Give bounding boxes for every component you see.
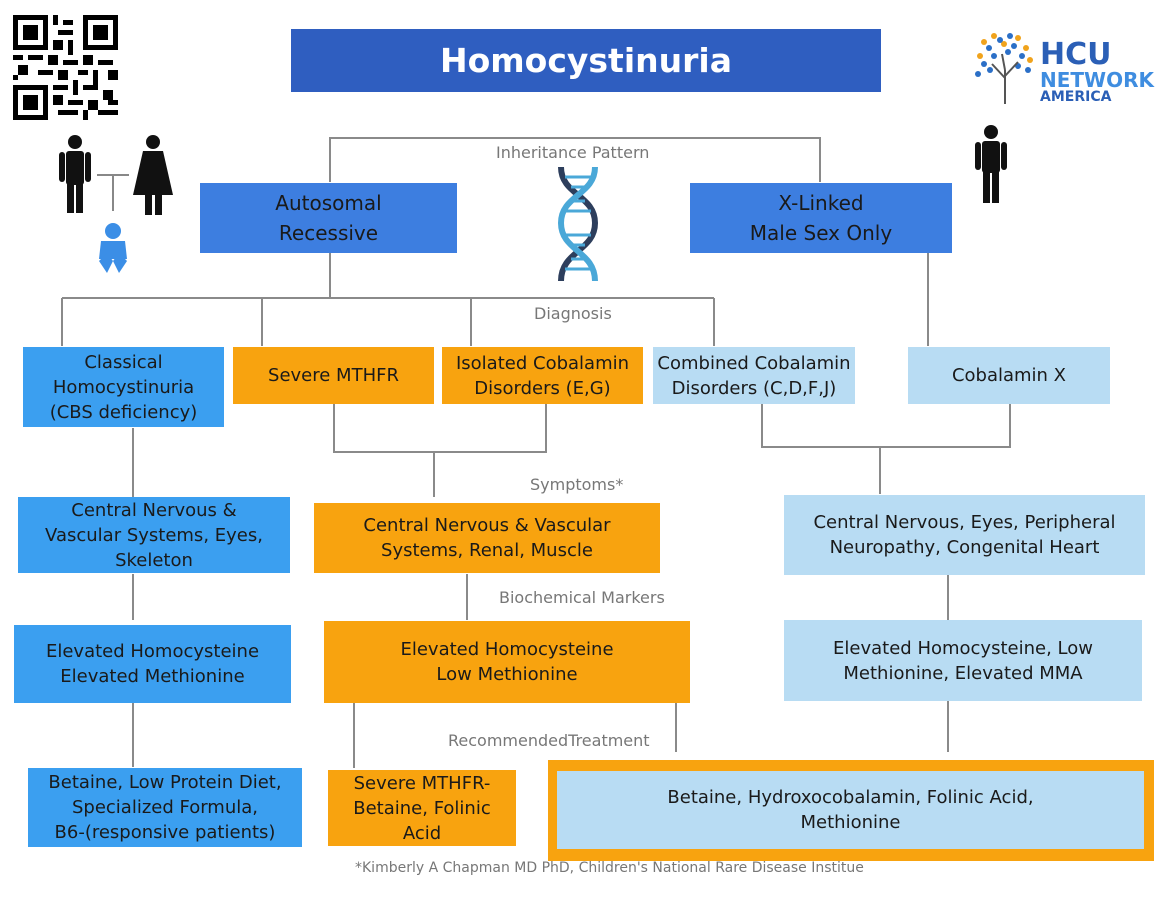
combined-symptoms-box: Central Nervous, Eyes, Peripheral Neurop… (784, 495, 1145, 575)
combined-markers-box: Elevated Homocysteine, Low Methionine, E… (784, 620, 1142, 701)
cobalamin-x-box: Cobalamin X (908, 347, 1110, 404)
remethylation-symptoms-box: Central Nervous & Vascular Systems, Rena… (314, 503, 660, 573)
diagnosis-label: Diagnosis (534, 304, 612, 323)
male-icon (975, 125, 1007, 203)
remethylation-markers-box: Elevated Homocysteine Low Methionine (324, 621, 690, 703)
symptoms-label: Symptoms* (530, 475, 624, 494)
page-title: Homocystinuria (291, 29, 881, 92)
qr-code (13, 15, 118, 120)
hcu-tree-logo (975, 33, 1033, 104)
biochemical-markers-label: Biochemical Markers (499, 588, 665, 607)
recommended-treatment-label: RecommendedTreatment (448, 731, 650, 750)
logo-line-3: AMERICA (1040, 89, 1112, 105)
cobalamin-treatment-box: Betaine, Hydroxocobalamin, Folinic Acid,… (557, 771, 1144, 849)
classical-homocystinuria-box: Classical Homocystinuria (CBS deficiency… (23, 347, 224, 427)
x-linked-box: X-Linked Male Sex Only (690, 183, 952, 253)
combined-cobalamin-box: Combined Cobalamin Disorders (C,D,F,J) (653, 347, 855, 404)
classical-symptoms-box: Central Nervous & Vascular Systems, Eyes… (18, 497, 290, 573)
inheritance-pattern-label: Inheritance Pattern (496, 143, 650, 162)
mthfr-treatment-box: Severe MTHFR- Betaine, Folinic Acid (328, 770, 516, 846)
hcu-network-logo: HCU NETWORK AMERICA (1040, 37, 1155, 105)
classical-markers-box: Elevated Homocysteine Elevated Methionin… (14, 625, 291, 703)
logo-line-2: NETWORK (1040, 68, 1155, 92)
logo-line-1: HCU (1040, 37, 1112, 72)
family-icon (59, 135, 173, 273)
isolated-cobalamin-box: Isolated Cobalamin Disorders (E,G) (442, 347, 643, 404)
footnote: *Kimberly A Chapman MD PhD, Children's N… (355, 860, 864, 876)
classical-treatment-box: Betaine, Low Protein Diet, Specialized F… (28, 768, 302, 847)
autosomal-recessive-box: Autosomal Recessive (200, 183, 457, 253)
dna-icon (557, 166, 599, 282)
severe-mthfr-box: Severe MTHFR (233, 347, 434, 404)
